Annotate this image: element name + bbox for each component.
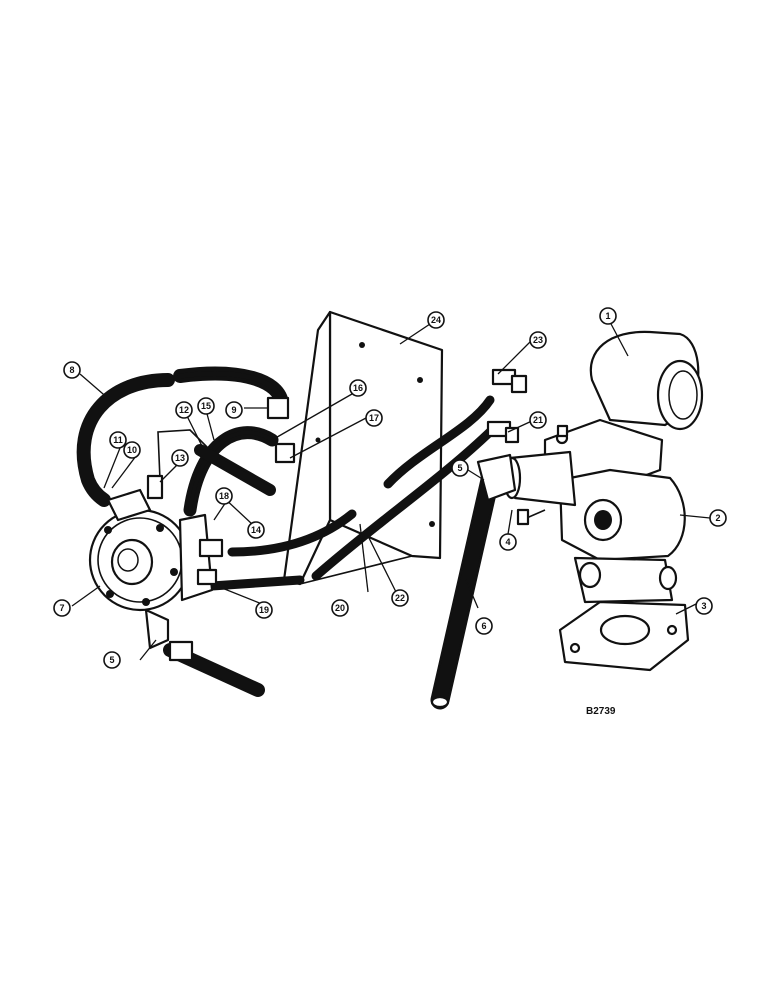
callout-circle — [109, 431, 127, 449]
callout-circle — [103, 651, 121, 669]
hoses-20-22 — [207, 395, 497, 591]
callout-label: 5 — [109, 655, 114, 665]
drawing-code: B2739 — [586, 706, 616, 717]
callout-circle — [349, 379, 367, 397]
callout-label: 14 — [251, 525, 261, 535]
callout-c15: 15 — [197, 397, 215, 415]
callout-circle — [171, 449, 189, 467]
water-outlet-housing — [502, 330, 704, 672]
callout-c7: 7 — [53, 599, 71, 617]
callout-c13: 13 — [171, 449, 189, 467]
callout-circle — [365, 409, 383, 427]
middle-hoses — [157, 426, 296, 517]
callout-c11: 11 — [109, 431, 127, 449]
regulator — [88, 474, 265, 697]
callout-c8: 8 — [63, 361, 81, 379]
callout-label: 16 — [353, 383, 363, 393]
fittings-21-23 — [486, 368, 528, 444]
callout-c23: 23 — [529, 331, 547, 349]
callout-label: 2 — [715, 513, 720, 523]
callout-label: 19 — [259, 605, 269, 615]
callout-circle — [247, 521, 265, 539]
callout-label: 4 — [505, 537, 510, 547]
callout-label: 18 — [219, 491, 229, 501]
callout-c4: 4 — [499, 533, 517, 551]
callout-circle — [197, 397, 215, 415]
callout-label: 10 — [127, 445, 137, 455]
callout-label: 8 — [69, 365, 74, 375]
callout-c5b: 5 — [103, 651, 121, 669]
callout-c10: 10 — [123, 441, 141, 459]
callout-c5a: 5 — [451, 459, 469, 477]
callout-c16: 16 — [349, 379, 367, 397]
callout-label: 17 — [369, 413, 379, 423]
callout-label: 13 — [175, 453, 185, 463]
callout-circle — [709, 509, 727, 527]
callout-circle — [175, 401, 193, 419]
callout-c21: 21 — [529, 411, 547, 429]
callout-c17: 17 — [365, 409, 383, 427]
callout-label: 11 — [113, 435, 123, 445]
callout-circle — [53, 599, 71, 617]
callout-circle — [475, 617, 493, 635]
callout-c12: 12 — [175, 401, 193, 419]
callout-circle — [529, 331, 547, 349]
callout-c6: 6 — [475, 617, 493, 635]
callout-c22: 22 — [391, 589, 409, 607]
callout-label: 23 — [533, 335, 543, 345]
callout-c1: 1 — [599, 307, 617, 325]
callout-c18: 18 — [215, 487, 233, 505]
callout-c3: 3 — [695, 597, 713, 615]
callout-c9: 9 — [225, 401, 243, 419]
callout-c2: 2 — [709, 509, 727, 527]
callout-circle — [499, 533, 517, 551]
callout-circle — [63, 361, 81, 379]
callout-label: 1 — [605, 311, 610, 321]
upper-hose-loop — [76, 366, 290, 507]
callout-circle — [391, 589, 409, 607]
callout-label: 15 — [201, 401, 211, 411]
callout-label: 3 — [701, 601, 706, 611]
callout-circle — [599, 307, 617, 325]
callout-label: 7 — [59, 603, 64, 613]
callout-label: 12 — [179, 405, 189, 415]
callout-circle — [427, 311, 445, 329]
callout-label: 6 — [481, 621, 486, 631]
callout-circle — [529, 411, 547, 429]
callout-circle — [695, 597, 713, 615]
callout-circle — [451, 459, 469, 477]
callout-circle — [123, 441, 141, 459]
callout-c14: 14 — [247, 521, 265, 539]
callout-label: 5 — [457, 463, 462, 473]
callout-label: 21 — [533, 415, 543, 425]
leader-lines — [71, 319, 711, 661]
callout-circle — [225, 401, 243, 419]
callout-c19: 19 — [255, 601, 273, 619]
callout-c20: 20 — [331, 599, 349, 617]
callout-circle — [255, 601, 273, 619]
callout-label: 9 — [231, 405, 236, 415]
callout-circle — [215, 487, 233, 505]
long-hose — [430, 453, 517, 710]
callout-c24: 24 — [427, 311, 445, 329]
callout-circle — [331, 599, 349, 617]
callout-label: 22 — [395, 593, 405, 603]
callout-label: 24 — [431, 315, 441, 325]
callout-label: 20 — [335, 603, 345, 613]
